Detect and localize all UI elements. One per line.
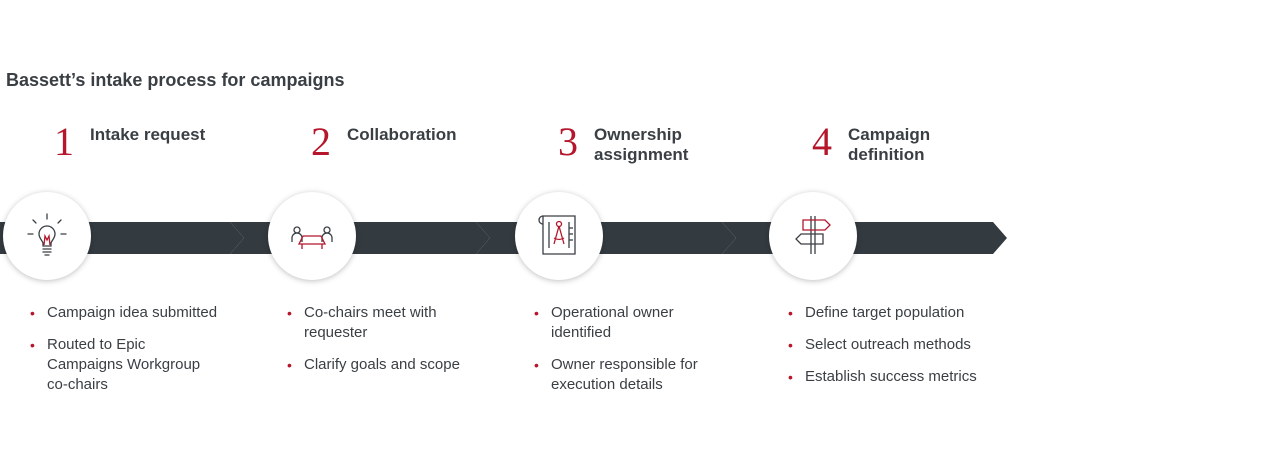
list-item: Clarify goals and scope <box>283 355 483 375</box>
list-item: Operational owner identified <box>530 303 701 343</box>
step-3-icon-circle <box>515 192 603 280</box>
step-2-icon-circle <box>268 192 356 280</box>
blueprint-icon <box>538 215 576 255</box>
signpost-icon <box>795 216 831 254</box>
step-4-icon-circle <box>769 192 857 280</box>
step-1-bullets: Campaign idea submitted Routed to Epic C… <box>26 303 246 407</box>
step-3-number: 3 <box>558 119 578 164</box>
step-4-title: Campaign definition <box>848 125 931 164</box>
page-title: Bassett’s intake process for campaigns <box>6 70 345 90</box>
step-4-bullets: Define target population Select outreach… <box>784 303 1014 399</box>
step-1-number: 1 <box>54 119 74 164</box>
list-item: Establish success metrics <box>784 367 1014 387</box>
lightbulb-icon <box>27 213 67 256</box>
process-arrow-band <box>0 222 1007 254</box>
step-3-bullets: Operational owner identified Owner respo… <box>530 303 740 407</box>
step-2-bullets: Co-chairs meet with requester Clarify go… <box>283 303 483 387</box>
step-3-title: Ownership assignment <box>594 125 689 164</box>
list-item: Co-chairs meet with requester <box>283 303 454 343</box>
step-4-number: 4 <box>812 119 832 164</box>
arrow-segment-4 <box>722 222 1007 254</box>
list-item: Owner responsible for execution details <box>530 355 726 395</box>
step-2-title: Collaboration <box>347 125 457 144</box>
list-item: Campaign idea submitted <box>26 303 246 323</box>
step-1-icon-circle <box>3 192 91 280</box>
step-1-title: Intake request <box>90 125 206 144</box>
list-item: Routed to Epic Campaigns Workgroup co-ch… <box>26 335 207 395</box>
meeting-table-icon <box>291 226 333 249</box>
list-item: Select outreach methods <box>784 335 1014 355</box>
step-2-number: 2 <box>311 119 331 164</box>
list-item: Define target population <box>784 303 1014 323</box>
